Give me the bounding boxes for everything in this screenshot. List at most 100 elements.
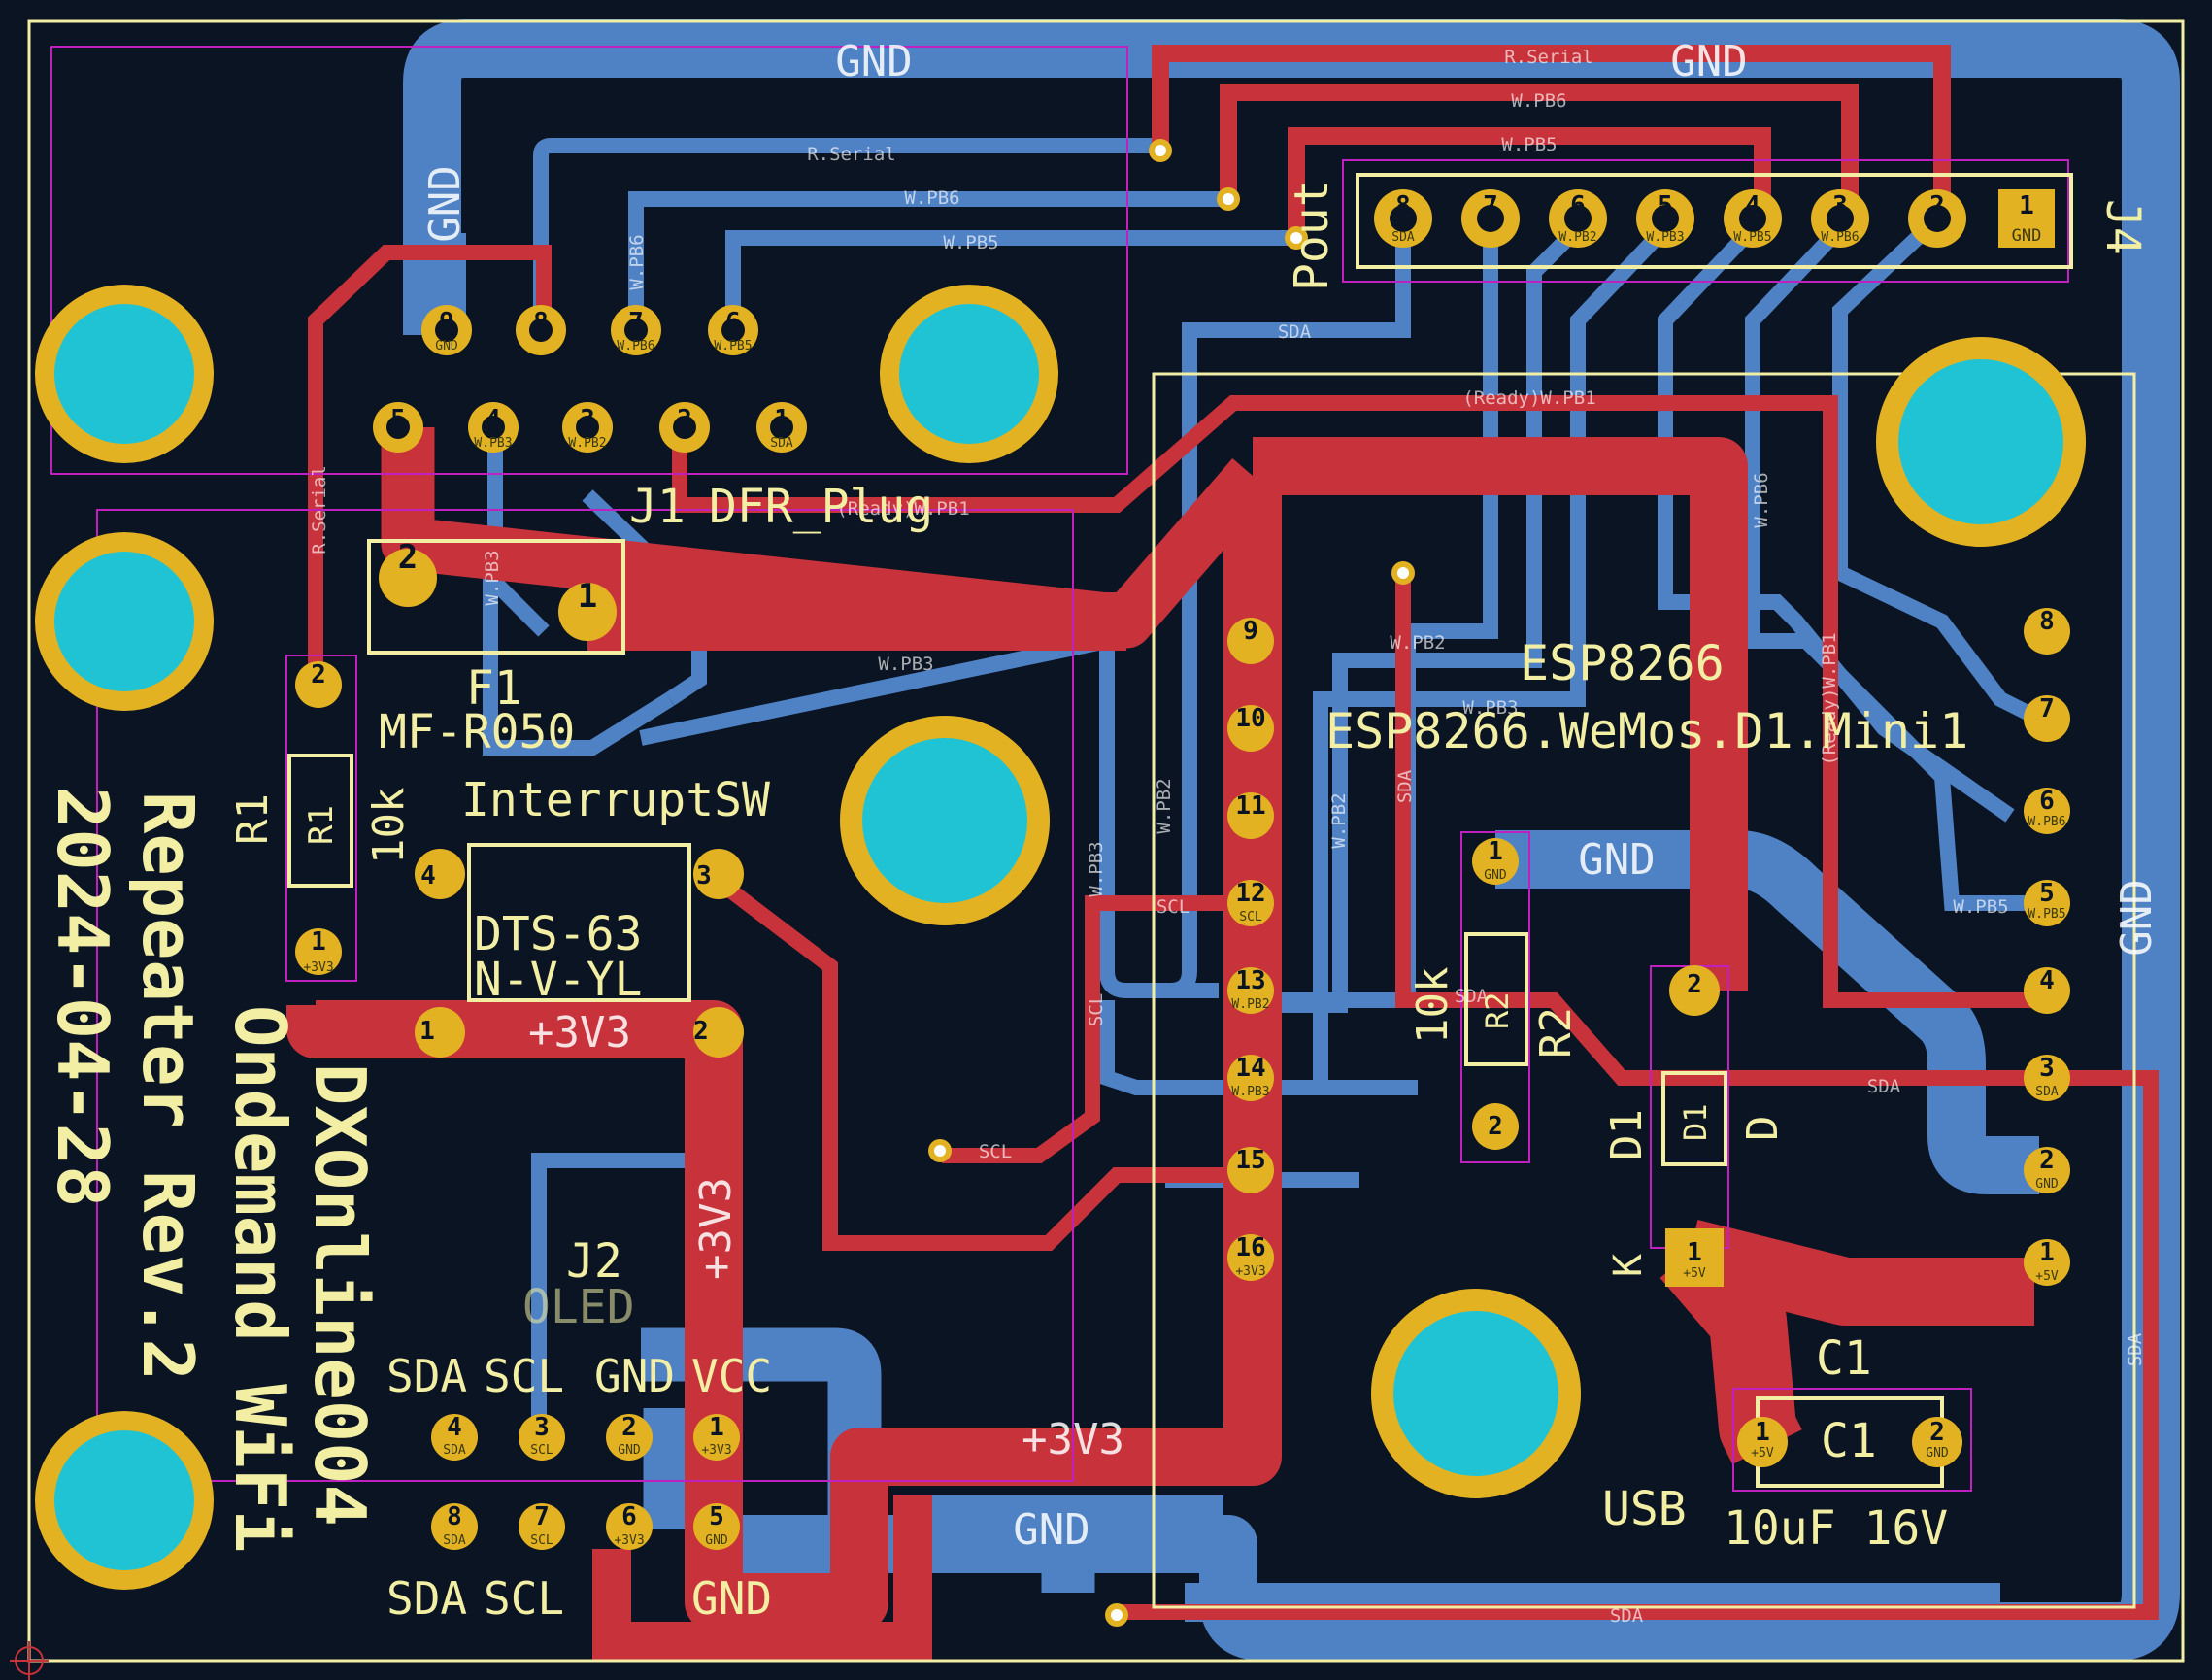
- label-wpb6-back: W.PB6: [904, 187, 959, 209]
- d1-value: D: [1738, 1116, 1788, 1142]
- svg-text:6: 6: [621, 1502, 637, 1531]
- label-sda-r2: SDA: [1455, 986, 1489, 1007]
- pad-u1-5: [2024, 880, 2070, 926]
- f1-ref: F1: [466, 661, 522, 716]
- svg-text:6: 6: [725, 308, 741, 337]
- svg-text:+5V: +5V: [1751, 1446, 1774, 1461]
- svg-text:GND: GND: [1926, 1446, 1949, 1461]
- svg-text:4: 4: [2039, 966, 2055, 995]
- svg-text:5: 5: [2039, 879, 2055, 908]
- label-wpb3-vertical: W.PB3: [482, 550, 503, 605]
- svg-text:2: 2: [2039, 1146, 2055, 1175]
- board-subtitle: Ondemand WiFi: [219, 1005, 301, 1553]
- label-sda-right: SDA: [1867, 1076, 1901, 1097]
- pad-c1-2: [1912, 1417, 1962, 1467]
- pad-u1-14: [1227, 1055, 1274, 1101]
- pad-u1-15: [1227, 1147, 1274, 1193]
- pad-c1-1: [1737, 1417, 1788, 1467]
- svg-text:+5V: +5V: [2035, 1269, 2059, 1284]
- trace-labels: GND GND GND GND GND GND R.Serial W.PB6 W…: [309, 37, 2162, 1627]
- pad-j2-1: [693, 1414, 740, 1461]
- svg-text:GND: GND: [705, 1533, 728, 1548]
- label-wpb1-left: (Ready)W.PB1: [836, 498, 969, 520]
- j4-pout: Pout: [1285, 179, 1339, 291]
- svg-text:4: 4: [420, 861, 436, 890]
- svg-text:6: 6: [1570, 191, 1586, 220]
- svg-text:8: 8: [533, 308, 549, 337]
- svg-text:2: 2: [1687, 970, 1702, 999]
- svg-text:1: 1: [709, 1413, 724, 1442]
- svg-text:SDA: SDA: [2035, 1085, 2059, 1099]
- c1-value: 10uF 16V: [1724, 1501, 1948, 1556]
- svg-text:2: 2: [1488, 1112, 1503, 1141]
- pad-r1-2: [295, 661, 342, 708]
- svg-text:GND: GND: [1484, 868, 1507, 883]
- silk-outlines: [27, 19, 2185, 1663]
- u1-ref: ESP8266: [1520, 635, 1725, 691]
- svg-text:1: 1: [2019, 191, 2034, 220]
- c1-ref: C1: [1821, 1414, 1877, 1468]
- label-gnd-top-right: GND: [1670, 37, 1747, 86]
- r2-ref-body: R2: [1479, 991, 1516, 1029]
- r1-ref-body: R1: [302, 805, 341, 845]
- board-revision: Repeater Rev.2: [127, 791, 209, 1381]
- sw-ref: InterruptSW: [461, 773, 770, 827]
- pad-u1-12: [1227, 880, 1274, 926]
- svg-text:7: 7: [534, 1502, 550, 1531]
- j2-bottom-gnd: GND: [691, 1572, 772, 1625]
- label-scl-mid: SCL: [1156, 896, 1190, 918]
- label-rserial-back: R.Serial: [807, 144, 896, 165]
- svg-text:W.PB2: W.PB2: [568, 436, 606, 451]
- label-wpb2-vertical-2: W.PB2: [1328, 792, 1350, 848]
- r1-ref: R1: [228, 793, 278, 845]
- j2-value: OLED: [522, 1280, 635, 1334]
- svg-text:11: 11: [1235, 791, 1265, 821]
- svg-text:W.PB6: W.PB6: [617, 339, 654, 353]
- svg-text:W.PB6: W.PB6: [1821, 230, 1859, 245]
- label-wpb3-vertical-2: W.PB3: [1086, 841, 1107, 896]
- label-sda-back: SDA: [1278, 321, 1312, 343]
- j2-bottom-sda: SDA: [386, 1572, 467, 1625]
- svg-text:7: 7: [628, 308, 644, 337]
- svg-text:GND: GND: [618, 1443, 641, 1458]
- svg-text:4: 4: [447, 1413, 462, 1442]
- j1-ref: J1: [629, 480, 686, 534]
- pad-holes: [386, 205, 1951, 439]
- j2-top-gnd: GND: [594, 1350, 675, 1402]
- label-rserial-top: R.Serial: [1504, 47, 1593, 68]
- pad-r2-2: [1472, 1103, 1519, 1150]
- svg-text:SDA: SDA: [1391, 230, 1415, 245]
- svg-text:2: 2: [311, 660, 326, 689]
- pad-j2-5: [693, 1503, 740, 1550]
- label-wpb5-right: W.PB5: [1953, 896, 2008, 918]
- d1-ref-body: D1: [1677, 1103, 1714, 1141]
- svg-text:1: 1: [1488, 837, 1503, 866]
- svg-text:9: 9: [1243, 617, 1258, 646]
- pad-j2-6: [606, 1503, 653, 1550]
- svg-text:2: 2: [693, 1017, 709, 1046]
- label-wpb3-right: W.PB3: [1462, 697, 1518, 719]
- label-3v3-horizontal: +3V3: [528, 1008, 631, 1058]
- label-wpb5-top: W.PB5: [1501, 134, 1557, 155]
- pad-u1-6: [2024, 788, 2070, 834]
- svg-text:+3V3: +3V3: [1235, 1264, 1265, 1279]
- label-wpb1-top: (Ready)W.PB1: [1462, 387, 1595, 409]
- svg-text:4: 4: [1745, 191, 1760, 220]
- pad-u1-2: [2024, 1147, 2070, 1193]
- label-wpb5-back: W.PB5: [943, 232, 998, 253]
- svg-text:W.PB3: W.PB3: [474, 436, 512, 451]
- svg-text:2: 2: [398, 538, 418, 577]
- svg-text:SDA: SDA: [443, 1533, 466, 1548]
- pad-sw-1: [415, 1007, 465, 1058]
- r2-ref: R2: [1531, 1007, 1581, 1058]
- svg-text:2: 2: [677, 405, 692, 434]
- svg-text:W.PB5: W.PB5: [714, 339, 752, 353]
- svg-text:SCL: SCL: [530, 1443, 553, 1458]
- pad-u1-11: [1227, 792, 1274, 839]
- svg-text:W.PB6: W.PB6: [2028, 815, 2065, 829]
- svg-text:7: 7: [1483, 191, 1498, 220]
- sw-value: DTS-63: [474, 907, 642, 961]
- pad-j2-7: [519, 1503, 565, 1550]
- j1-value: DFR_Plug: [709, 480, 933, 534]
- svg-text:W.PB5: W.PB5: [2028, 907, 2065, 922]
